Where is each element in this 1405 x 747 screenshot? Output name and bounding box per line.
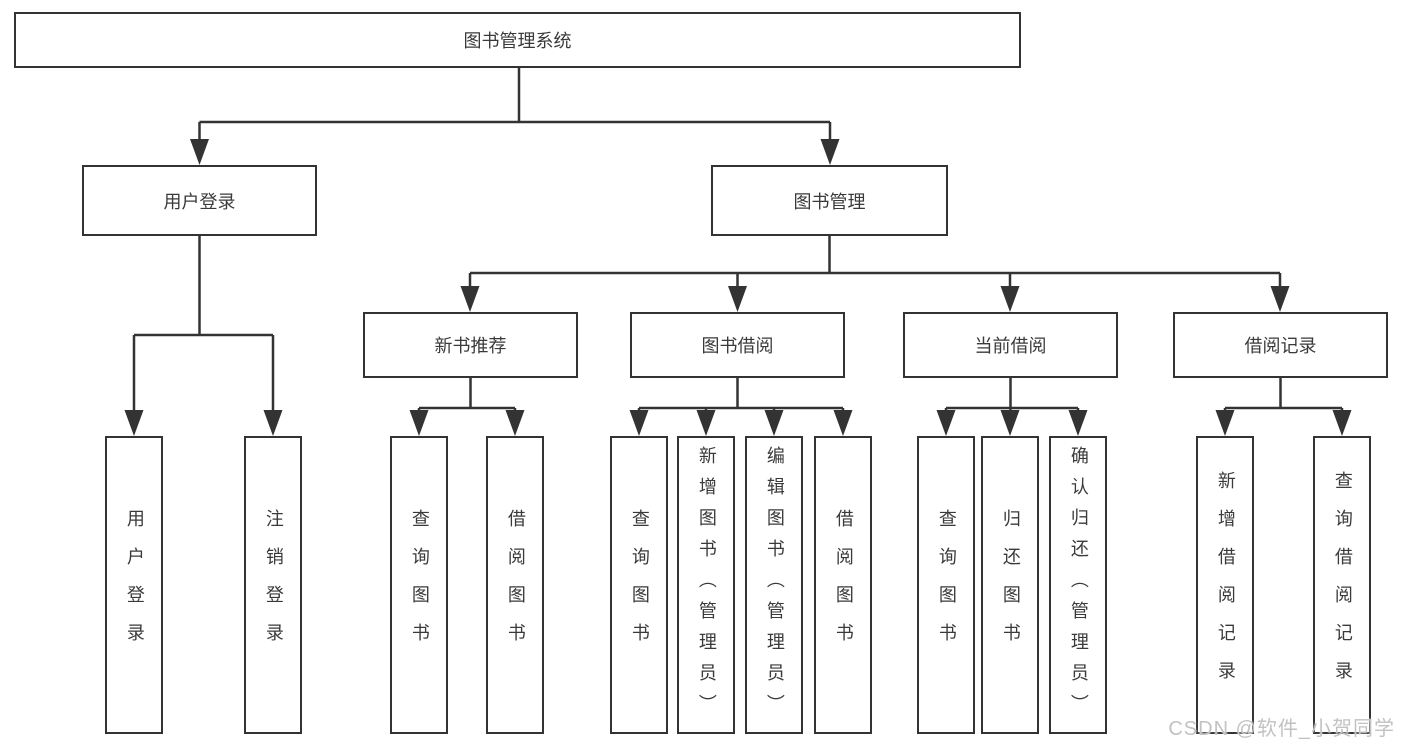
leaf-edit-book-admin: 编辑图书（管理员） <box>745 436 803 734</box>
leaf-query-books-borrow-label: 查询图书 <box>629 509 650 661</box>
node-borrowing-records-label: 借阅记录 <box>1244 336 1317 356</box>
leaf-return-books-label: 归还图书 <box>1000 509 1021 661</box>
leaf-borrow-books: 借阅图书 <box>814 436 872 734</box>
arrowhead <box>1215 410 1235 436</box>
arrowhead <box>409 410 429 436</box>
leaf-user-login: 用户登录 <box>105 436 163 734</box>
arrowhead <box>460 286 480 312</box>
leaf-logout: 注销登录 <box>244 436 302 734</box>
node-root-label: 图书管理系统 <box>463 31 572 51</box>
arrowhead <box>1000 286 1020 312</box>
connector-current-borrowing-to-leaves <box>944 378 1080 415</box>
node-current-borrowing-label: 当前借阅 <box>974 336 1047 356</box>
arrowhead <box>263 410 283 436</box>
arrowhead <box>1270 286 1290 312</box>
leaf-query-books-borrow: 查询图书 <box>610 436 668 734</box>
node-borrowing-records: 借阅记录 <box>1173 312 1388 378</box>
leaf-confirm-return-admin-label: 确认归还（管理员） <box>1068 445 1089 725</box>
arrowhead <box>1000 410 1020 436</box>
leaf-query-books-recommend: 查询图书 <box>390 436 448 734</box>
leaf-borrow-books-label: 借阅图书 <box>833 509 854 661</box>
connector-book-management-to-level3 <box>468 236 1282 291</box>
connector-borrowing-records-to-leaves <box>1223 378 1344 415</box>
arrowhead <box>696 410 716 436</box>
leaf-query-books-current-label: 查询图书 <box>936 509 957 661</box>
leaf-add-borrow-record: 新增借阅记录 <box>1196 436 1254 734</box>
leaf-return-books: 归还图书 <box>981 436 1039 734</box>
leaf-add-book-admin: 新增图书（管理员） <box>677 436 735 734</box>
leaf-query-books-recommend-label: 查询图书 <box>409 509 430 661</box>
node-root: 图书管理系统 <box>14 12 1021 68</box>
leaf-query-books-current: 查询图书 <box>917 436 975 734</box>
arrowheads <box>124 139 1352 436</box>
node-new-book-recommendation-label: 新书推荐 <box>434 336 507 356</box>
leaf-edit-book-admin-label: 编辑图书（管理员） <box>764 445 785 725</box>
arrowhead <box>124 410 144 436</box>
arrowhead <box>1332 410 1352 436</box>
leaf-logout-label: 注销登录 <box>263 509 284 661</box>
node-current-borrowing: 当前借阅 <box>903 312 1118 378</box>
leaf-borrow-books-recommend-label: 借阅图书 <box>505 509 526 661</box>
leaf-user-login-label: 用户登录 <box>124 509 145 661</box>
arrowhead <box>936 410 956 436</box>
node-user-login-label: 用户登录 <box>163 191 236 212</box>
node-user-login: 用户登录 <box>82 165 317 236</box>
node-book-management-label: 图书管理 <box>793 191 866 212</box>
connector-user-login-to-leaves <box>132 236 275 414</box>
leaf-query-borrow-record-label: 查询借阅记录 <box>1332 471 1353 699</box>
arrowhead <box>728 286 747 312</box>
connector-book-borrowing-to-leaves <box>637 378 845 415</box>
leaf-borrow-books-recommend: 借阅图书 <box>486 436 544 734</box>
leaf-query-borrow-record: 查询借阅记录 <box>1313 436 1371 734</box>
leaf-add-borrow-record-label: 新增借阅记录 <box>1215 471 1236 699</box>
watermark: CSDN @软件_小贺同学 <box>1168 718 1395 740</box>
arrowhead <box>833 410 853 436</box>
arrowhead <box>629 410 649 436</box>
leaf-confirm-return-admin: 确认归还（管理员） <box>1049 436 1107 734</box>
arrowhead <box>764 410 784 436</box>
node-book-management: 图书管理 <box>711 165 948 236</box>
leaf-add-book-admin-label: 新增图书（管理员） <box>696 445 717 725</box>
arrowhead <box>1068 410 1088 436</box>
arrowhead <box>190 139 209 165</box>
connector-root-to-level2 <box>198 68 832 145</box>
arrowhead <box>505 410 525 436</box>
node-book-borrowing-label: 图书借阅 <box>701 336 774 356</box>
connector-new-book-to-leaves <box>417 378 517 415</box>
arrowhead <box>820 139 840 165</box>
node-new-book-recommendation: 新书推荐 <box>363 312 578 378</box>
node-book-borrowing: 图书借阅 <box>630 312 845 378</box>
